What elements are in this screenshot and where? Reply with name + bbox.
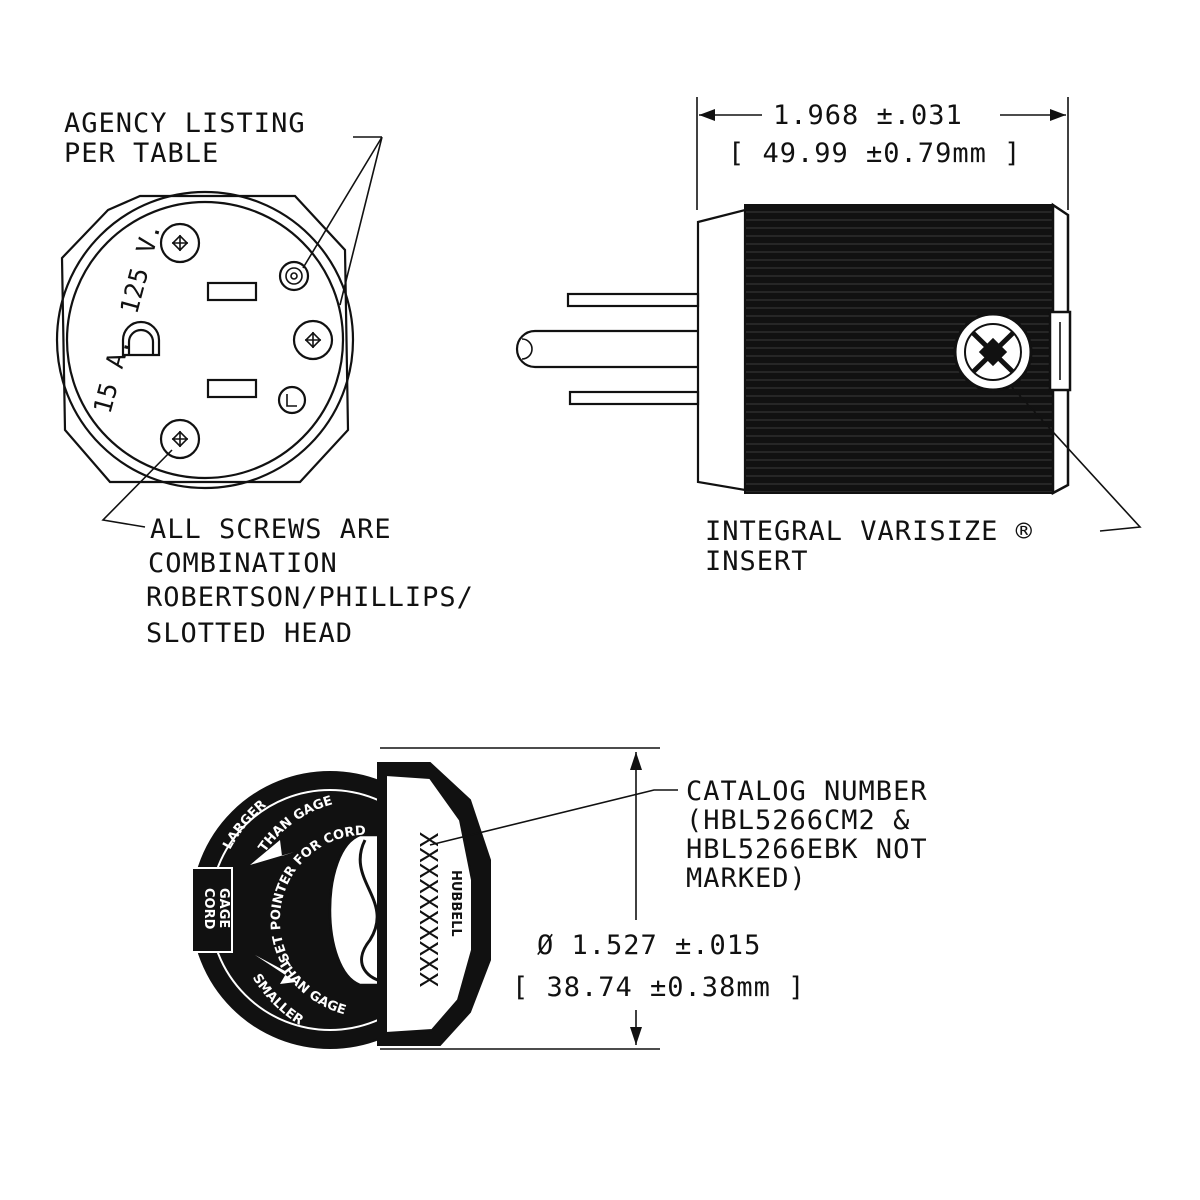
diameter-dimension: Ø 1.527 ±.015	[537, 930, 761, 961]
face-inner-ring	[65, 200, 345, 480]
rating-amps: 15 A.	[88, 334, 136, 417]
catalog-note-line4: MARKED)	[686, 863, 807, 894]
face-view: 15 A. 125 V. AGENCY LISTING PER TABLE AL…	[55, 108, 474, 649]
agency-listing-mark-icon	[278, 260, 310, 292]
insert-note-line1: INTEGRAL VARISIZE ®	[705, 516, 1033, 547]
catalog-note-line1: CATALOG NUMBER	[686, 776, 928, 807]
cord-gage-label-1: CORD	[201, 888, 216, 930]
rating-text: 15 A. 125 V.	[88, 219, 167, 416]
face-hex-body	[60, 194, 350, 484]
varisize-screw-icon	[953, 312, 1033, 392]
screws-leader	[101, 449, 173, 528]
insert-note-line2: INSERT	[705, 546, 809, 577]
face-outer-ring	[55, 190, 355, 490]
agency-note-line2: PER TABLE	[64, 138, 219, 169]
face-blade-slot-bottom	[206, 378, 258, 399]
screws-note-line2: COMBINATION	[148, 548, 338, 579]
screws-note-line4: SLOTTED HEAD	[146, 618, 353, 649]
side-view: 1.968 ±.031 [ 49.99 ±0.79mm ] INTEGRAL V…	[515, 97, 1142, 577]
screws-note-line1: ALL SCREWS ARE	[150, 514, 392, 545]
side-prong-top	[566, 292, 700, 308]
catalog-note-line3: HBL5266EBK NOT	[686, 834, 928, 865]
catalog-mark: XXXXXXXXXX	[414, 832, 443, 988]
agency-note-line1: AGENCY LISTING	[64, 108, 306, 139]
face-screw-top-left	[159, 222, 201, 264]
screws-note-line3: ROBERTSON/PHILLIPS/	[146, 582, 474, 613]
face-screw-right	[292, 319, 334, 361]
side-ground-pin	[515, 329, 698, 369]
side-face-plate	[696, 208, 747, 492]
diameter-dimension-mm: [ 38.74 ±0.38mm ]	[512, 972, 805, 1003]
face-ground-slot	[121, 320, 161, 357]
side-prong-bottom	[568, 390, 700, 406]
rear-cord-gage-tab	[191, 867, 233, 953]
rear-cord-hole	[328, 833, 387, 987]
catalog-leader	[429, 789, 678, 846]
face-blade-slot-top	[206, 281, 258, 302]
agency-leader	[302, 136, 383, 306]
ground-mark-icon	[277, 385, 307, 415]
pointer-arrow-smaller-icon	[255, 955, 296, 984]
face-screw-bottom-left	[159, 418, 201, 460]
insert-leader	[1009, 384, 1142, 532]
rating-volts: 125 V.	[115, 219, 167, 317]
pointer-arrow-larger-icon	[250, 840, 294, 865]
catalog-note-line2: (HBL5266CM2 &	[686, 805, 910, 836]
length-dimension: 1.968 ±.031	[773, 100, 963, 131]
cord-gage-label-2: GAGE	[216, 888, 231, 928]
brand-mark: HUBBELL	[448, 870, 463, 937]
length-dimension-mm: [ 49.99 ±0.79mm ]	[728, 138, 1021, 169]
